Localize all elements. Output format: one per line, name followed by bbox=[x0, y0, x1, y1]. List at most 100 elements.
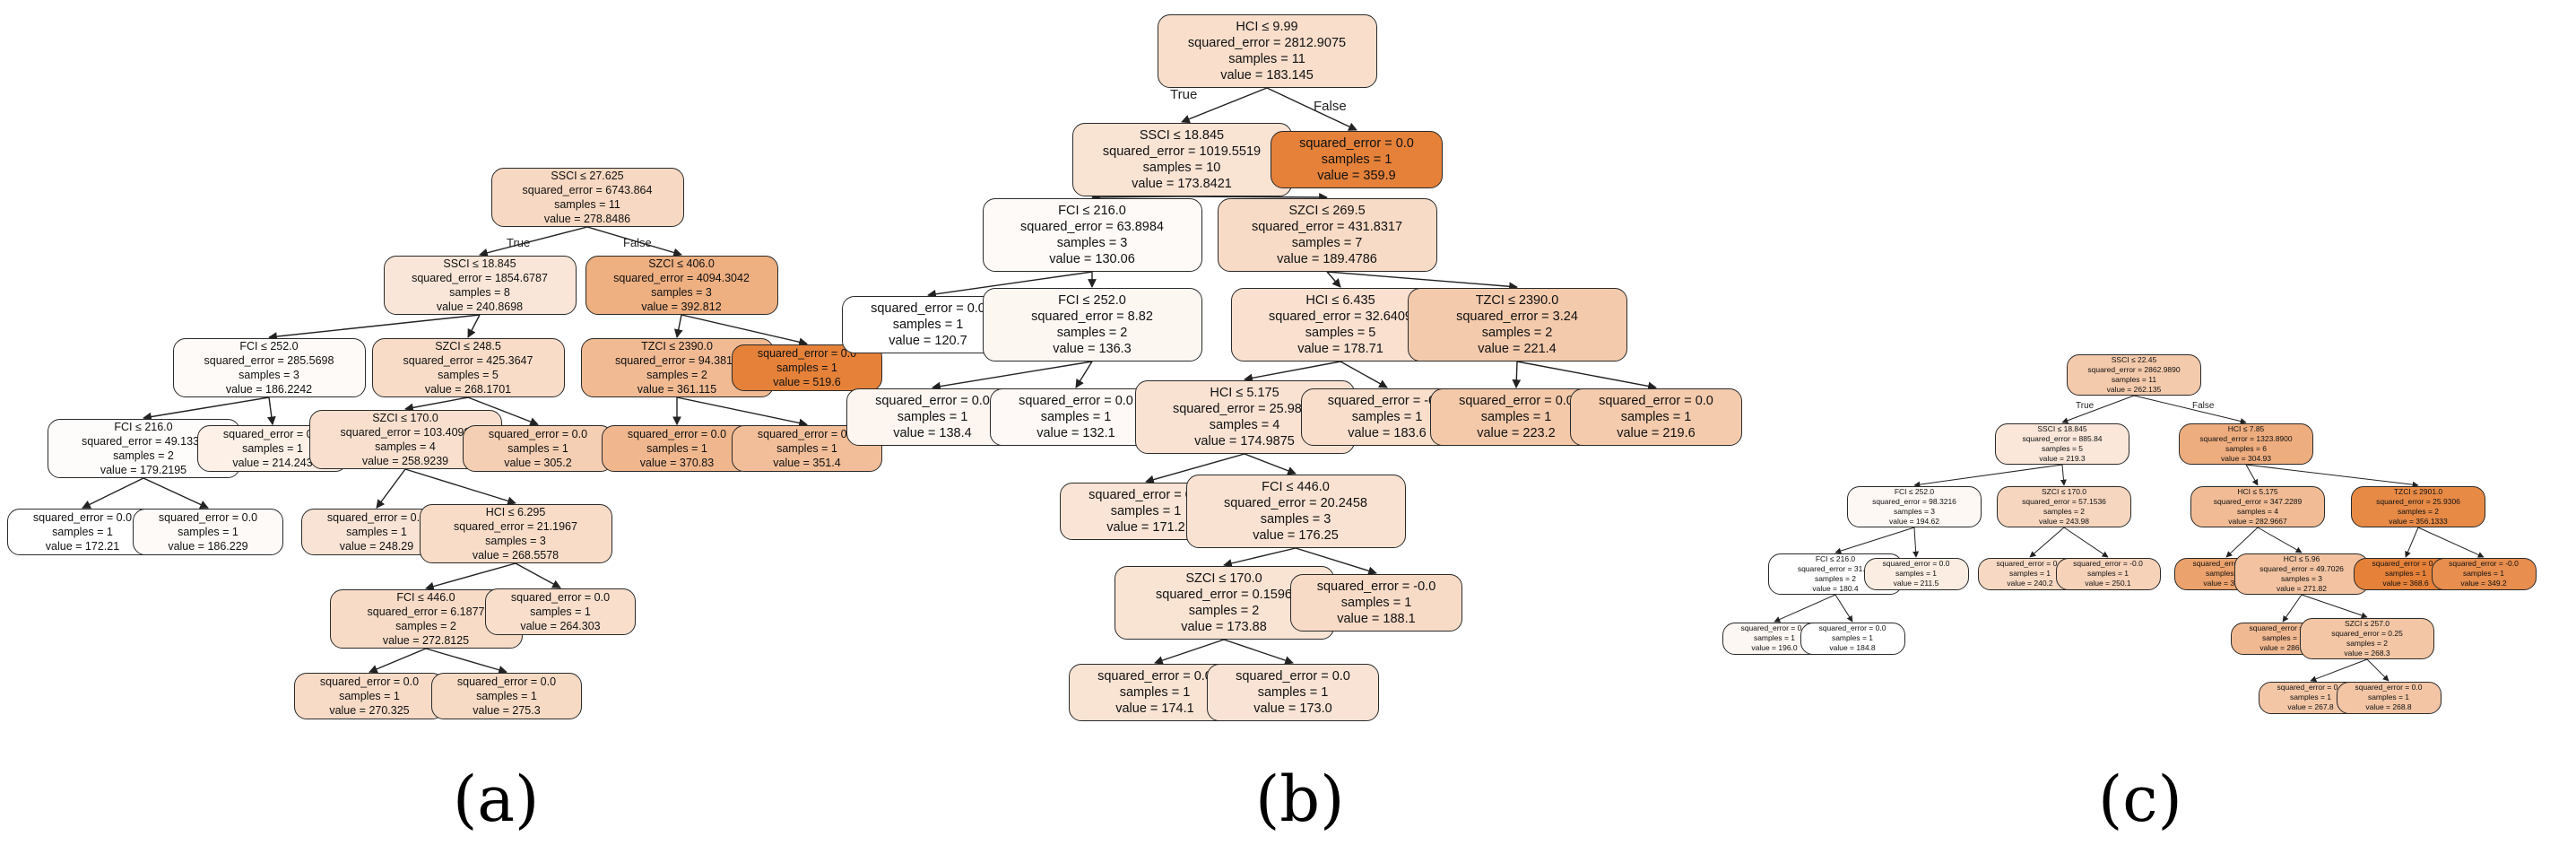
node-line: squared_error = 0.0 bbox=[488, 427, 588, 440]
false-edge-label: False bbox=[623, 236, 652, 249]
node-line: value = 240.8698 bbox=[436, 301, 524, 313]
tree-edge bbox=[1834, 594, 1853, 623]
node-line: samples = 1 bbox=[1753, 633, 1796, 643]
tree-edge bbox=[1181, 193, 1328, 202]
node-line: samples = 1 bbox=[2086, 569, 2129, 579]
node-line: HCI ≤ 5.96 bbox=[2283, 554, 2320, 563]
node-line: squared_error = 0.0 bbox=[222, 427, 323, 440]
node-line: squared_error = 0.0 bbox=[2192, 559, 2260, 569]
node-line: squared_error = 0.0 bbox=[1740, 623, 1808, 633]
node-line: samples = 1 bbox=[776, 361, 837, 374]
node-line: samples = 1 bbox=[892, 317, 964, 332]
tree-edge bbox=[376, 468, 406, 510]
node-line: value = 194.62 bbox=[1888, 517, 1939, 526]
node-line: squared_error = 63.8984 bbox=[1019, 220, 1165, 234]
node-line: squared_error = 0.0 bbox=[319, 675, 420, 688]
node-line: samples = 1 bbox=[1480, 409, 1552, 424]
node-line: value = 240.2 bbox=[2007, 579, 2053, 588]
node-line: value = 173.8421 bbox=[1132, 177, 1232, 191]
tree-edge bbox=[2405, 527, 2419, 558]
tree-edge bbox=[369, 648, 427, 674]
node-line: samples = 1 bbox=[1831, 633, 1874, 643]
node-line: value = 268.3 bbox=[2344, 649, 2390, 658]
node-line: SSCI ≤ 18.845 bbox=[1139, 128, 1225, 143]
node-line: value = 519.6 bbox=[773, 375, 841, 388]
node-line: squared_error = 0.0 bbox=[1236, 668, 1350, 684]
node-line: squared_error = 431.8317 bbox=[1251, 220, 1403, 234]
tree-edge bbox=[1912, 527, 1920, 558]
node-line: value = 349.2 bbox=[2460, 579, 2507, 588]
tree-edge bbox=[932, 361, 1093, 391]
node-line: samples = 1 bbox=[1351, 409, 1423, 424]
tree-edge bbox=[2060, 464, 2067, 486]
node-line: value = 174.9875 bbox=[1194, 434, 1295, 449]
tree-edge bbox=[1244, 361, 1341, 383]
node-line: value = 286.9 bbox=[2259, 643, 2306, 653]
tree-edge bbox=[2366, 658, 2390, 682]
node-line: value = 351.4 bbox=[773, 456, 841, 469]
node-line: squared_error = 103.4099 bbox=[340, 426, 471, 439]
node-line: samples = 1 bbox=[1321, 152, 1392, 167]
panel-label: (b) bbox=[1255, 762, 1345, 836]
node-line: samples = 3 bbox=[1056, 236, 1128, 250]
node-line: HCI ≤ 7.85 bbox=[2227, 424, 2265, 433]
node-line: samples = 1 bbox=[1257, 684, 1329, 700]
tree-edge bbox=[2301, 594, 2368, 619]
node-line: samples = 2 bbox=[395, 620, 456, 632]
tree-edge bbox=[266, 396, 276, 426]
node-line: FCI ≤ 252.0 bbox=[239, 340, 299, 353]
tree-edge bbox=[1512, 361, 1522, 388]
node-line: samples = 3 bbox=[485, 535, 546, 547]
node-line: value = 282.9667 bbox=[2228, 517, 2287, 526]
node-line: samples = 1 bbox=[178, 525, 239, 538]
node-line: value = 132.1 bbox=[1036, 425, 1115, 440]
node-line: value = 356.1333 bbox=[2389, 517, 2448, 526]
node-line: TZCI ≤ 2390.0 bbox=[1475, 293, 1559, 308]
node-line: samples = 4 bbox=[2236, 507, 2279, 516]
node-line: TZCI ≤ 2390.0 bbox=[641, 340, 713, 353]
node-line: samples = 6 bbox=[2225, 444, 2268, 453]
node-line: SZCI ≤ 406.0 bbox=[648, 257, 715, 270]
node-line: value = 179.2195 bbox=[100, 464, 187, 476]
node-line: SSCI ≤ 27.625 bbox=[551, 170, 624, 182]
node-line: samples = 1 bbox=[2008, 569, 2051, 579]
node-line: SZCI ≤ 269.5 bbox=[1288, 204, 1366, 218]
node-line: samples = 2 bbox=[646, 369, 707, 381]
node-line: value = 184.8 bbox=[1829, 643, 1876, 653]
node-line: value = 136.3 bbox=[1053, 342, 1132, 356]
node-line: samples = 1 bbox=[2462, 569, 2505, 579]
tree-edge bbox=[1913, 464, 2063, 488]
node-line: value = 271.82 bbox=[2276, 584, 2327, 593]
node-line: squared_error = 0.0 bbox=[1299, 135, 1414, 151]
node-line: samples = 7 bbox=[1291, 236, 1363, 250]
node-line: value = 275.3 bbox=[473, 703, 541, 717]
node-line: squared_error = 25.9861 bbox=[1172, 402, 1317, 416]
tree-edge bbox=[143, 477, 209, 510]
tree-edge bbox=[467, 314, 481, 338]
node-line: value = 278.8486 bbox=[543, 213, 631, 225]
node-line: samples = 1 bbox=[507, 441, 568, 455]
node-line: SZCI ≤ 170.0 bbox=[2041, 487, 2087, 496]
node-line: value = 267.8 bbox=[2287, 702, 2334, 712]
node-line: value = 320.9 bbox=[2203, 579, 2250, 588]
node-line: samples = 2 bbox=[1814, 574, 1857, 583]
tree-edge bbox=[1075, 361, 1093, 388]
node-line: squared_error = 0.0 bbox=[871, 301, 985, 316]
node-line: samples = 1 bbox=[2384, 569, 2427, 579]
node-line: squared_error = 0.0 bbox=[2277, 683, 2345, 693]
node-line: FCI ≤ 216.0 bbox=[1815, 554, 1856, 563]
node-line: squared_error = 885.84 bbox=[2022, 434, 2103, 443]
tree-edge bbox=[1774, 594, 1836, 623]
